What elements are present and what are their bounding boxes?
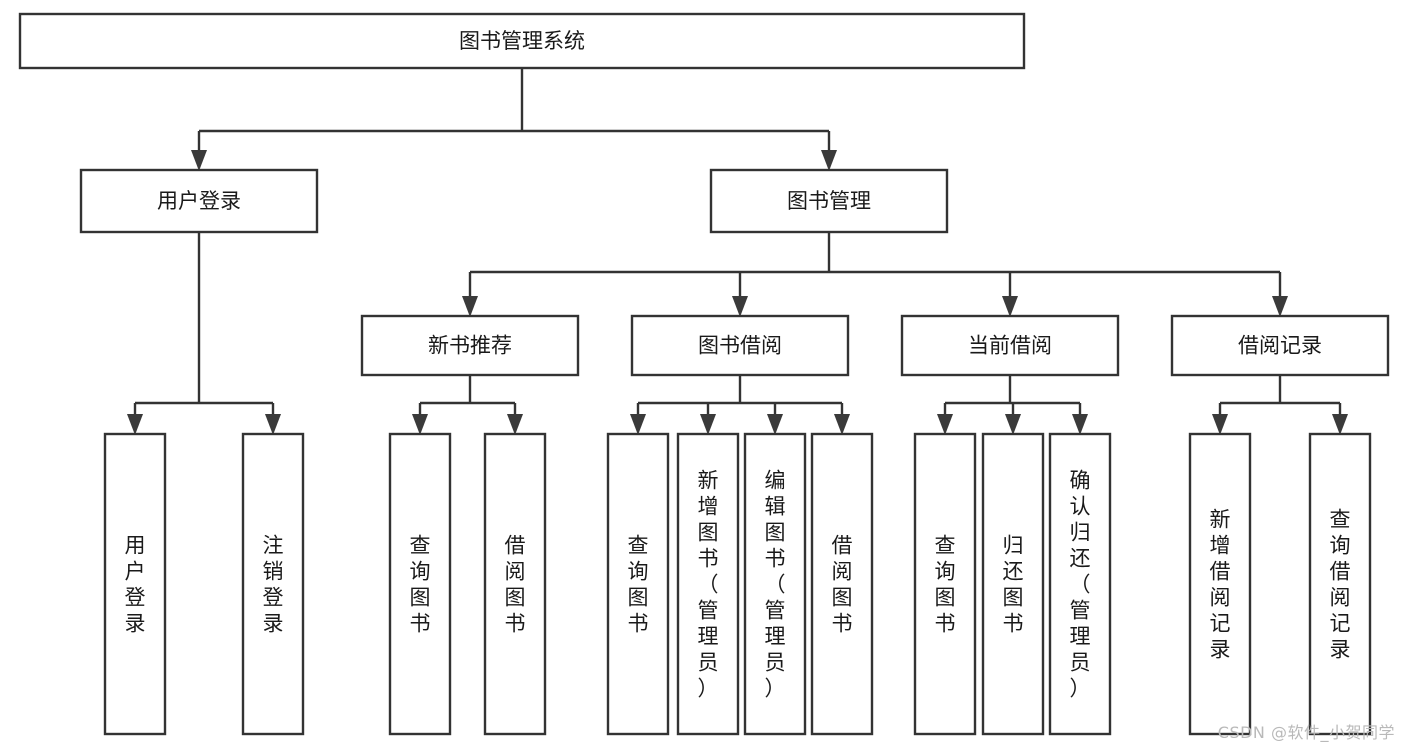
node-label: 借阅记录: [1238, 334, 1322, 358]
arrow-head-icon: [1212, 414, 1228, 435]
node-label: 图书管理系统: [459, 29, 585, 53]
node-box[interactable]: [483, 432, 547, 736]
node-leaf-query-book-1[interactable]: 查询图书: [388, 432, 452, 736]
arrow-head-icon: [1332, 414, 1348, 435]
node-label: 新增借阅记录: [1210, 507, 1231, 661]
connector-group-new-book-rec: [412, 375, 523, 435]
arrow-head-icon: [700, 414, 716, 435]
node-box[interactable]: [1308, 432, 1372, 736]
node-label: 图书借阅: [698, 334, 782, 358]
node-new-book-rec[interactable]: 新书推荐: [360, 314, 580, 377]
node-leaf-add-book[interactable]: 新增图书（管理员）: [676, 432, 740, 736]
arrow-head-icon: [127, 414, 143, 435]
node-leaf-confirm-return[interactable]: 确认归还（管理员）: [1048, 432, 1112, 736]
node-box[interactable]: [103, 432, 167, 736]
node-box[interactable]: [79, 168, 319, 234]
node-label: 新增图书（管理员）: [698, 468, 719, 700]
node-box[interactable]: [676, 432, 740, 736]
connector-group-book-borrow: [630, 375, 850, 435]
arrow-head-icon: [732, 296, 748, 317]
node-box[interactable]: [388, 432, 452, 736]
arrow-head-icon: [462, 296, 478, 317]
node-label: 注销登录: [263, 533, 284, 635]
arrow-head-icon: [1072, 414, 1088, 435]
node-label: 用户登录: [157, 189, 241, 213]
node-layer: 图书管理系统用户登录图书管理新书推荐图书借阅当前借阅借阅记录用户登录注销登录查询…: [18, 12, 1390, 736]
node-current-borrow[interactable]: 当前借阅: [900, 314, 1120, 377]
node-box[interactable]: [1188, 432, 1252, 736]
node-box[interactable]: [630, 314, 850, 377]
connector-group-root: [191, 68, 837, 171]
node-leaf-add-record[interactable]: 新增借阅记录: [1188, 432, 1252, 736]
connector-group-book-manage: [462, 232, 1288, 317]
node-box[interactable]: [1048, 432, 1112, 736]
node-leaf-query-book-3[interactable]: 查询图书: [913, 432, 977, 736]
node-label: 确认归还（管理员）: [1070, 468, 1091, 700]
node-box[interactable]: [606, 432, 670, 736]
node-leaf-return-book[interactable]: 归还图书: [981, 432, 1045, 736]
node-leaf-borrow-book-2[interactable]: 借阅图书: [810, 432, 874, 736]
arrow-head-icon: [507, 414, 523, 435]
arrow-head-icon: [937, 414, 953, 435]
node-book-manage[interactable]: 图书管理: [709, 168, 949, 234]
arrow-head-icon: [265, 414, 281, 435]
node-box[interactable]: [900, 314, 1120, 377]
connector-group-user-login: [127, 232, 281, 435]
connector-layer: [127, 68, 1348, 435]
node-label: 编辑图书（管理员）: [765, 468, 786, 700]
node-box[interactable]: [360, 314, 580, 377]
node-box[interactable]: [709, 168, 949, 234]
node-leaf-logout[interactable]: 注销登录: [241, 432, 305, 736]
node-box[interactable]: [241, 432, 305, 736]
node-box[interactable]: [810, 432, 874, 736]
node-leaf-query-record[interactable]: 查询借阅记录: [1308, 432, 1372, 736]
arrow-head-icon: [1002, 296, 1018, 317]
node-label: 归还图书: [1003, 533, 1024, 635]
node-label: 当前借阅: [968, 334, 1052, 358]
node-box[interactable]: [18, 12, 1026, 70]
connector-group-borrow-record: [1212, 375, 1348, 435]
node-leaf-query-book-2[interactable]: 查询图书: [606, 432, 670, 736]
node-root[interactable]: 图书管理系统: [18, 12, 1026, 70]
arrow-head-icon: [1005, 414, 1021, 435]
node-label: 借阅图书: [505, 533, 526, 635]
node-box[interactable]: [981, 432, 1045, 736]
arrow-head-icon: [1272, 296, 1288, 317]
arrow-head-icon: [821, 150, 837, 171]
node-borrow-record[interactable]: 借阅记录: [1170, 314, 1390, 377]
connector-group-current-borrow: [937, 375, 1088, 435]
node-box[interactable]: [913, 432, 977, 736]
node-label: 查询图书: [935, 533, 956, 635]
arrow-head-icon: [412, 414, 428, 435]
node-label: 用户登录: [125, 533, 146, 635]
node-leaf-user-login[interactable]: 用户登录: [103, 432, 167, 736]
node-label: 图书管理: [787, 189, 871, 213]
arrow-head-icon: [191, 150, 207, 171]
node-label: 借阅图书: [832, 533, 853, 635]
node-leaf-edit-book[interactable]: 编辑图书（管理员）: [743, 432, 807, 736]
node-label: 查询图书: [628, 533, 649, 635]
node-label: 查询图书: [410, 533, 431, 635]
node-book-borrow[interactable]: 图书借阅: [630, 314, 850, 377]
node-label: 新书推荐: [428, 334, 512, 358]
arrow-head-icon: [834, 414, 850, 435]
node-box[interactable]: [743, 432, 807, 736]
node-leaf-borrow-book-1[interactable]: 借阅图书: [483, 432, 547, 736]
node-label: 查询借阅记录: [1330, 507, 1351, 661]
node-user-login[interactable]: 用户登录: [79, 168, 319, 234]
node-box[interactable]: [1170, 314, 1390, 377]
arrow-head-icon: [767, 414, 783, 435]
arrow-head-icon: [630, 414, 646, 435]
